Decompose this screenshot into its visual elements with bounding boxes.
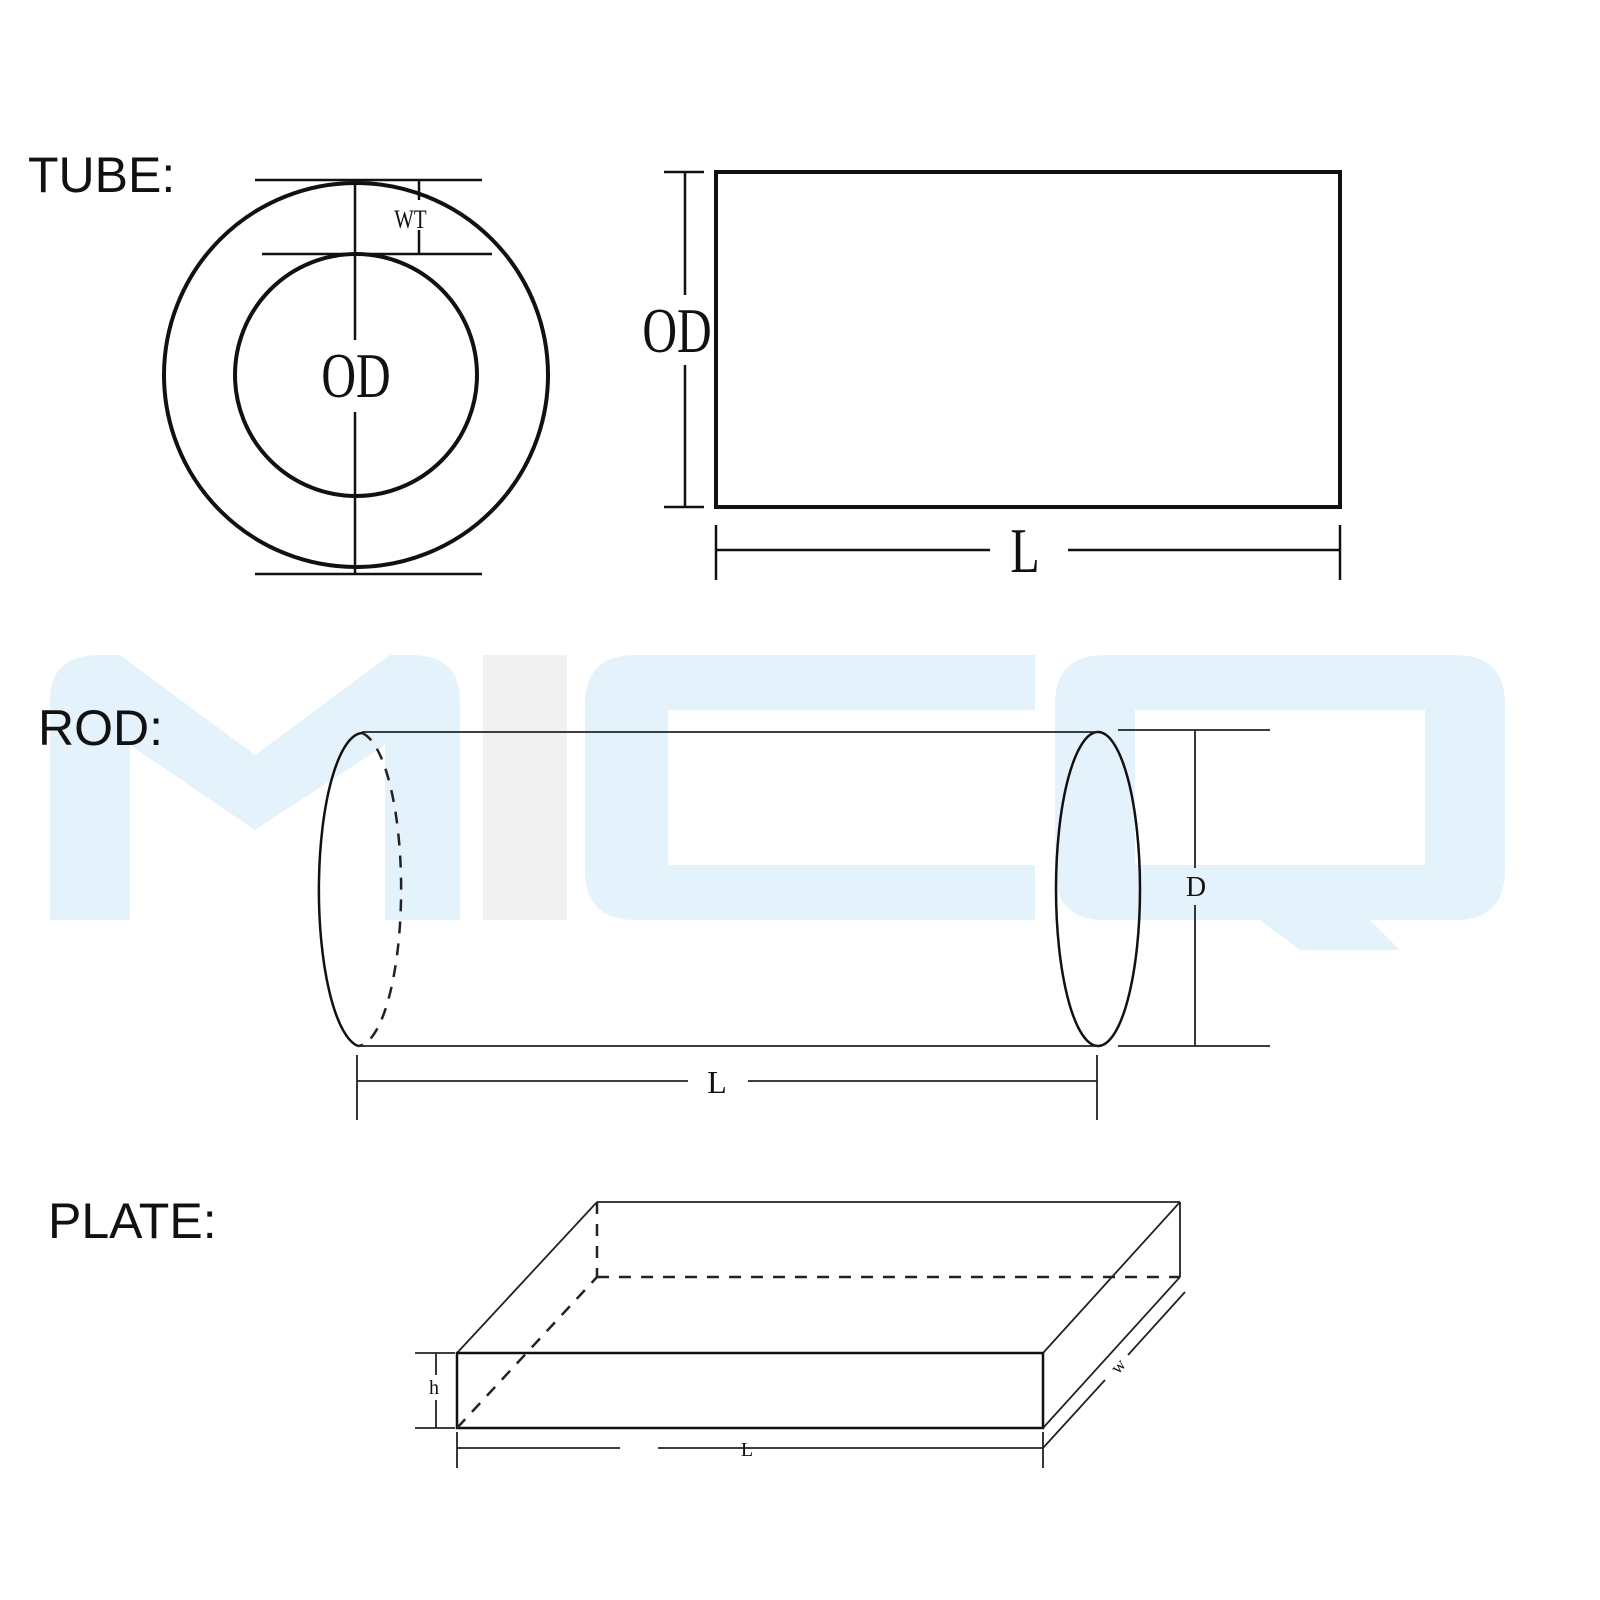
- tube-end-view: WT OD: [162, 178, 550, 576]
- plate-drawing: h L w: [415, 1201, 1186, 1468]
- tube-side-rectangle: [714, 170, 1342, 509]
- rod-drawing: D L: [317, 729, 1270, 1120]
- micq-watermark-logo: [50, 655, 1505, 950]
- rod-section-label: ROD:: [38, 700, 163, 756]
- tube-od-label-front: OD: [321, 342, 390, 412]
- tube-side-view: OD L: [642, 170, 1342, 587]
- rod-length-label: L: [707, 1064, 727, 1100]
- tube-section-label: TUBE:: [28, 147, 175, 203]
- w-dimension-line-upper: [1127, 1291, 1186, 1356]
- wt-label: WT: [394, 206, 426, 235]
- plate-front-face: [455, 1351, 1045, 1430]
- tube-length-label: L: [1010, 517, 1039, 587]
- plate-height-label: h: [429, 1377, 439, 1399]
- plate-width-label: w: [1106, 1354, 1130, 1377]
- plate-length-label: L: [741, 1439, 753, 1461]
- plate-right-bottom-edge: [1042, 1276, 1181, 1429]
- rod-diameter-label: D: [1186, 872, 1206, 903]
- plate-left-top-edge: [456, 1201, 598, 1354]
- rod-left-end-front: [317, 731, 363, 1048]
- tube-od-label-side: OD: [642, 297, 711, 367]
- plate-section-label: PLATE:: [48, 1193, 217, 1249]
- rod-left-end-hidden: [357, 731, 403, 1048]
- w-dimension-line-lower: [1042, 1379, 1106, 1449]
